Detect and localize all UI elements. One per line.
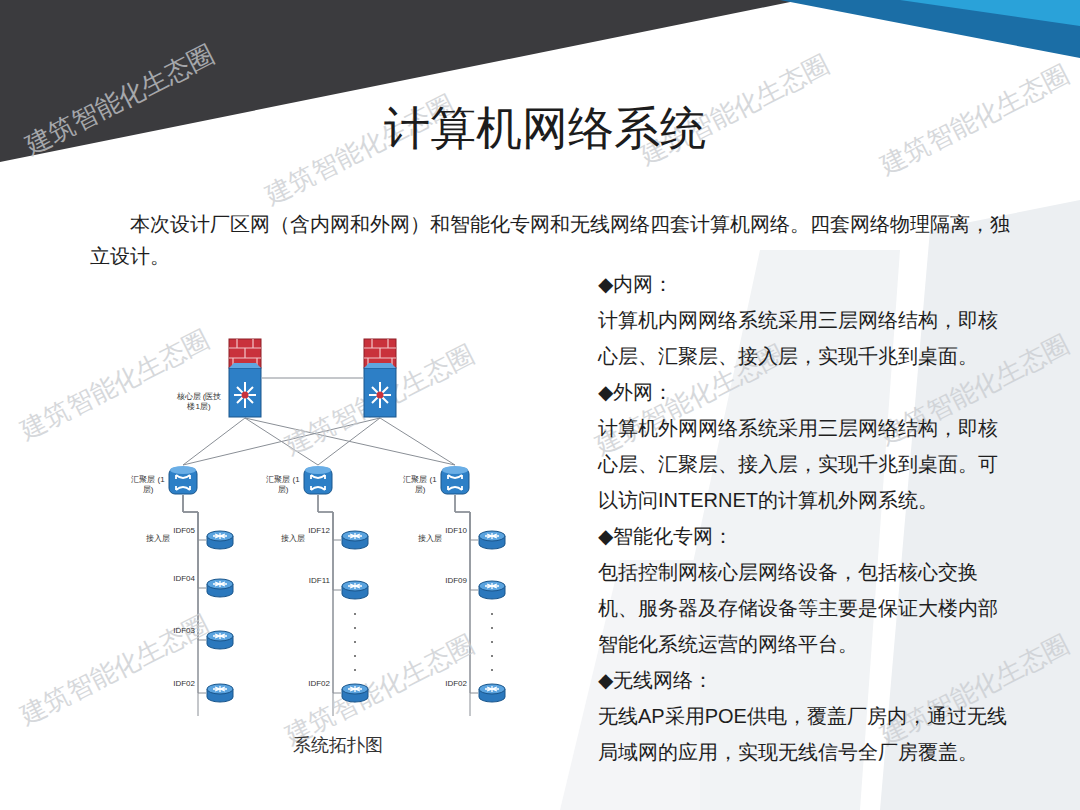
layer-label: 接入层 bbox=[418, 534, 442, 544]
device-label: IDF02 bbox=[173, 679, 195, 689]
layer-label: 接入层 bbox=[146, 534, 170, 544]
device-label: IDF02 bbox=[308, 679, 330, 689]
router-icon bbox=[341, 530, 369, 550]
network-link bbox=[262, 378, 363, 379]
network-link bbox=[380, 418, 455, 465]
device-label: IDF12 bbox=[308, 526, 330, 536]
core-switch-icon bbox=[228, 338, 262, 418]
section-body: 无线AP采用POE供电，覆盖厂房内，通过无线局域网的应用，实现无线信号全厂房覆盖… bbox=[598, 698, 1010, 770]
section-body: 包括控制网核心层网络设备，包括核心交换机、服务器及存储设备等主要是保证大楼内部智… bbox=[598, 554, 1010, 662]
device-label: IDF09 bbox=[445, 576, 467, 586]
router-icon bbox=[206, 630, 234, 650]
section-heading: ◆外网： bbox=[598, 374, 1010, 410]
device-label: 汇聚层 (1层) bbox=[403, 475, 437, 495]
device-label: IDF03 bbox=[173, 626, 195, 636]
core-switch: 核心层 (医技楼1层) bbox=[228, 338, 262, 418]
device-label: 汇聚层 (1层) bbox=[266, 475, 300, 495]
description-column: ◆内网：计算机内网网络系统采用三层网络结构，即核心层、汇聚层、接入层，实现千兆到… bbox=[598, 266, 1010, 770]
intro-paragraph: 本次设计厂区网（含内网和外网）和智能化专网和无线网络四套计算机网络。四套网络物理… bbox=[90, 208, 1025, 272]
network-link bbox=[455, 495, 478, 590]
aggregation-switch: 汇聚层 (1层) bbox=[440, 465, 470, 495]
access-switch: IDF12 bbox=[341, 530, 369, 550]
section-heading: ◆智能化专网： bbox=[598, 518, 1010, 554]
router-icon bbox=[341, 683, 369, 703]
device-label: IDF02 bbox=[445, 679, 467, 689]
router-icon bbox=[206, 578, 234, 598]
access-switch: IDF03 bbox=[206, 630, 234, 650]
figure-caption: 系统拓扑图 bbox=[130, 733, 545, 757]
access-switch: IDF04 bbox=[206, 578, 234, 598]
device-label: IDF04 bbox=[173, 574, 195, 584]
access-switch: IDF10 bbox=[478, 530, 506, 550]
access-switch: IDF02 bbox=[341, 683, 369, 703]
aggregation-switch-icon bbox=[303, 465, 333, 495]
section-heading: ◆无线网络： bbox=[598, 662, 1010, 698]
aggregation-switch-icon bbox=[168, 465, 198, 495]
section-heading: ◆内网： bbox=[598, 266, 1010, 302]
access-switch: IDF09 bbox=[478, 580, 506, 600]
access-switch: IDF05 bbox=[206, 530, 234, 550]
network-link bbox=[183, 495, 206, 693]
access-switch: IDF02 bbox=[478, 683, 506, 703]
section-body: 计算机内网网络系统采用三层网络结构，即核心层、汇聚层、接入层，实现千兆到桌面。 bbox=[598, 302, 1010, 374]
router-icon bbox=[478, 530, 506, 550]
core-switch bbox=[363, 338, 397, 418]
aggregation-switch-icon bbox=[440, 465, 470, 495]
aggregation-switch: 汇聚层 (1层) bbox=[168, 465, 198, 495]
section-body: 计算机外网网络系统采用三层网络结构，即核心层、汇聚层、接入层，实现千兆到桌面。可… bbox=[598, 410, 1010, 518]
watermark: 建筑智能化生态圈 bbox=[874, 57, 1075, 183]
device-label: IDF11 bbox=[309, 576, 330, 586]
router-icon bbox=[341, 580, 369, 600]
network-link bbox=[318, 495, 341, 693]
access-switch: IDF02 bbox=[206, 683, 234, 703]
slide-title: 计算机网络系统 bbox=[0, 98, 1080, 160]
router-icon bbox=[478, 580, 506, 600]
layer-label: 接入层 bbox=[281, 534, 305, 544]
core-switch-icon bbox=[363, 338, 397, 418]
router-icon bbox=[478, 683, 506, 703]
device-label: IDF05 bbox=[173, 526, 195, 536]
access-switch: IDF11 bbox=[341, 580, 369, 600]
router-icon bbox=[206, 530, 234, 550]
aggregation-switch: 汇聚层 (1层) bbox=[303, 465, 333, 495]
device-label: IDF10 bbox=[445, 526, 467, 536]
network-link bbox=[318, 495, 341, 590]
device-label: 核心层 (医技楼1层) bbox=[173, 392, 225, 412]
device-label: 汇聚层 (1层) bbox=[131, 475, 165, 495]
router-icon bbox=[206, 683, 234, 703]
